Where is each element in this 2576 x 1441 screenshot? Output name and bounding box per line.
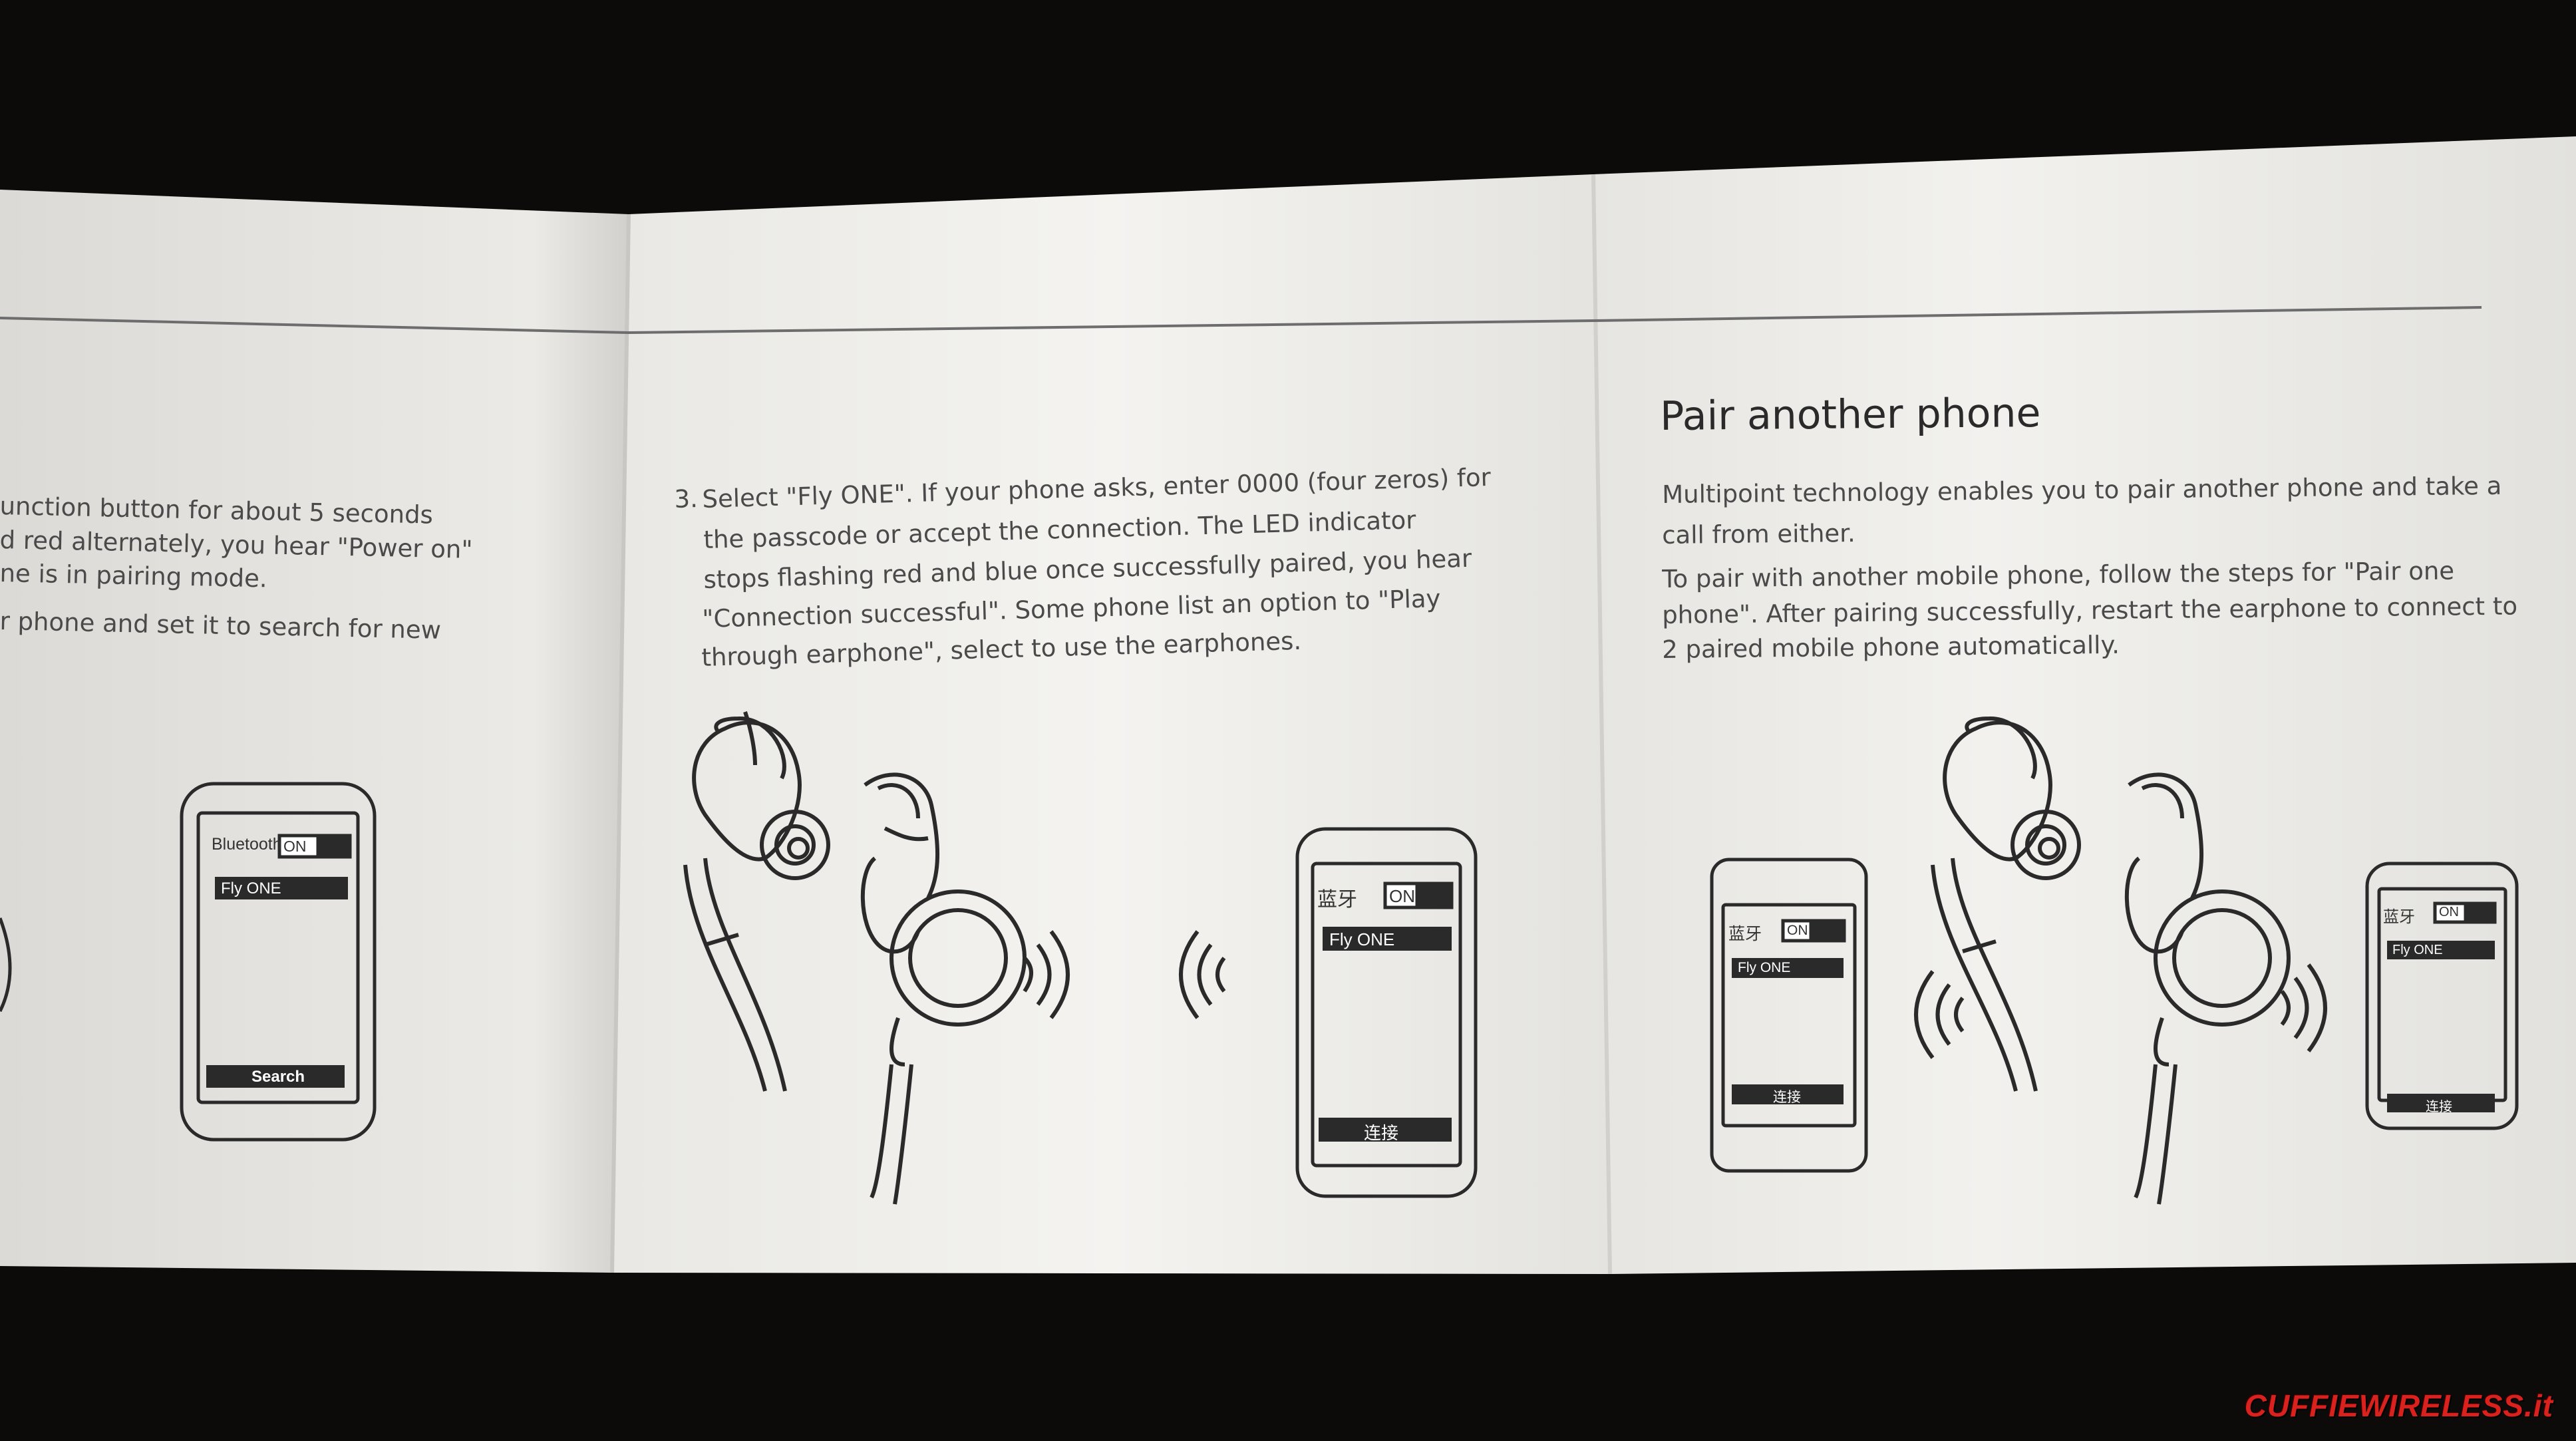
earphone-illustration-right-1 [1931, 716, 2081, 1092]
right-phone-b-device-item: Fly ONE [2392, 943, 2443, 957]
left-phone-bluetooth-label: Bluetooth [212, 835, 282, 854]
signal-waves-phone-in [1179, 930, 1226, 1019]
header-rule-left [0, 317, 629, 334]
right-phone-a-connect-button: 连接 [1773, 1090, 1801, 1105]
phone-illustration-right-panel-right [2365, 862, 2519, 1130]
site-watermark: CUFFIEWIRELESS.it [2244, 1388, 2553, 1423]
right-panel [1593, 136, 2576, 1274]
signal-waves-earphone-out [1023, 930, 1070, 1019]
earphone-illustration-right-2 [2124, 772, 2291, 1205]
earphone-illustration-middle-2 [860, 772, 1027, 1205]
right-phone-a-device-item: Fly ONE [1738, 960, 1791, 975]
phone-illustration-left-panel [180, 782, 377, 1142]
pairing-paragraph-line-3: 2 paired mobile phone automatically. [1661, 630, 2120, 664]
signal-waves-right-right [2280, 963, 2327, 1052]
header-rule-right [1593, 306, 2482, 322]
step-number: 3. [673, 484, 699, 514]
left-phone-toggle-label: ON [283, 838, 307, 855]
right-phone-b-toggle-label: ON [2439, 905, 2459, 919]
phone-illustration-middle-panel [1295, 827, 1478, 1198]
right-phone-b-bluetooth-label: 蓝牙 [2383, 908, 2415, 926]
earphone-illustration-middle-1 [683, 711, 830, 1092]
middle-panel [612, 174, 1610, 1274]
page-title: Pair another phone [1659, 390, 2041, 440]
right-phone-a-bluetooth-label: 蓝牙 [1728, 925, 1762, 943]
partial-earphone-left [0, 917, 12, 1013]
right-phone-a-toggle-label: ON [1787, 923, 1808, 938]
middle-phone-device-item: Fly ONE [1329, 929, 1395, 949]
middle-phone-toggle-label: ON [1389, 886, 1415, 906]
left-phone-device-item: Fly ONE [221, 880, 281, 897]
phone-illustration-right-panel-left [1710, 858, 1868, 1173]
right-phone-b-connect-button: 连接 [2426, 1100, 2452, 1114]
fold-line-right [1591, 174, 1612, 1275]
left-panel-line-3: ne is in pairing mode. [0, 559, 268, 593]
left-phone-search-button: Search [251, 1068, 305, 1086]
middle-phone-bluetooth-label: 蓝牙 [1317, 889, 1357, 911]
header-rule-middle [628, 319, 1594, 334]
signal-waves-right-left [1914, 970, 1965, 1059]
multipoint-paragraph-line-2: call from either. [1661, 518, 1855, 550]
middle-phone-connect-button: 连接 [1364, 1123, 1399, 1143]
fold-line-left [610, 214, 631, 1273]
left-panel [0, 190, 629, 1273]
